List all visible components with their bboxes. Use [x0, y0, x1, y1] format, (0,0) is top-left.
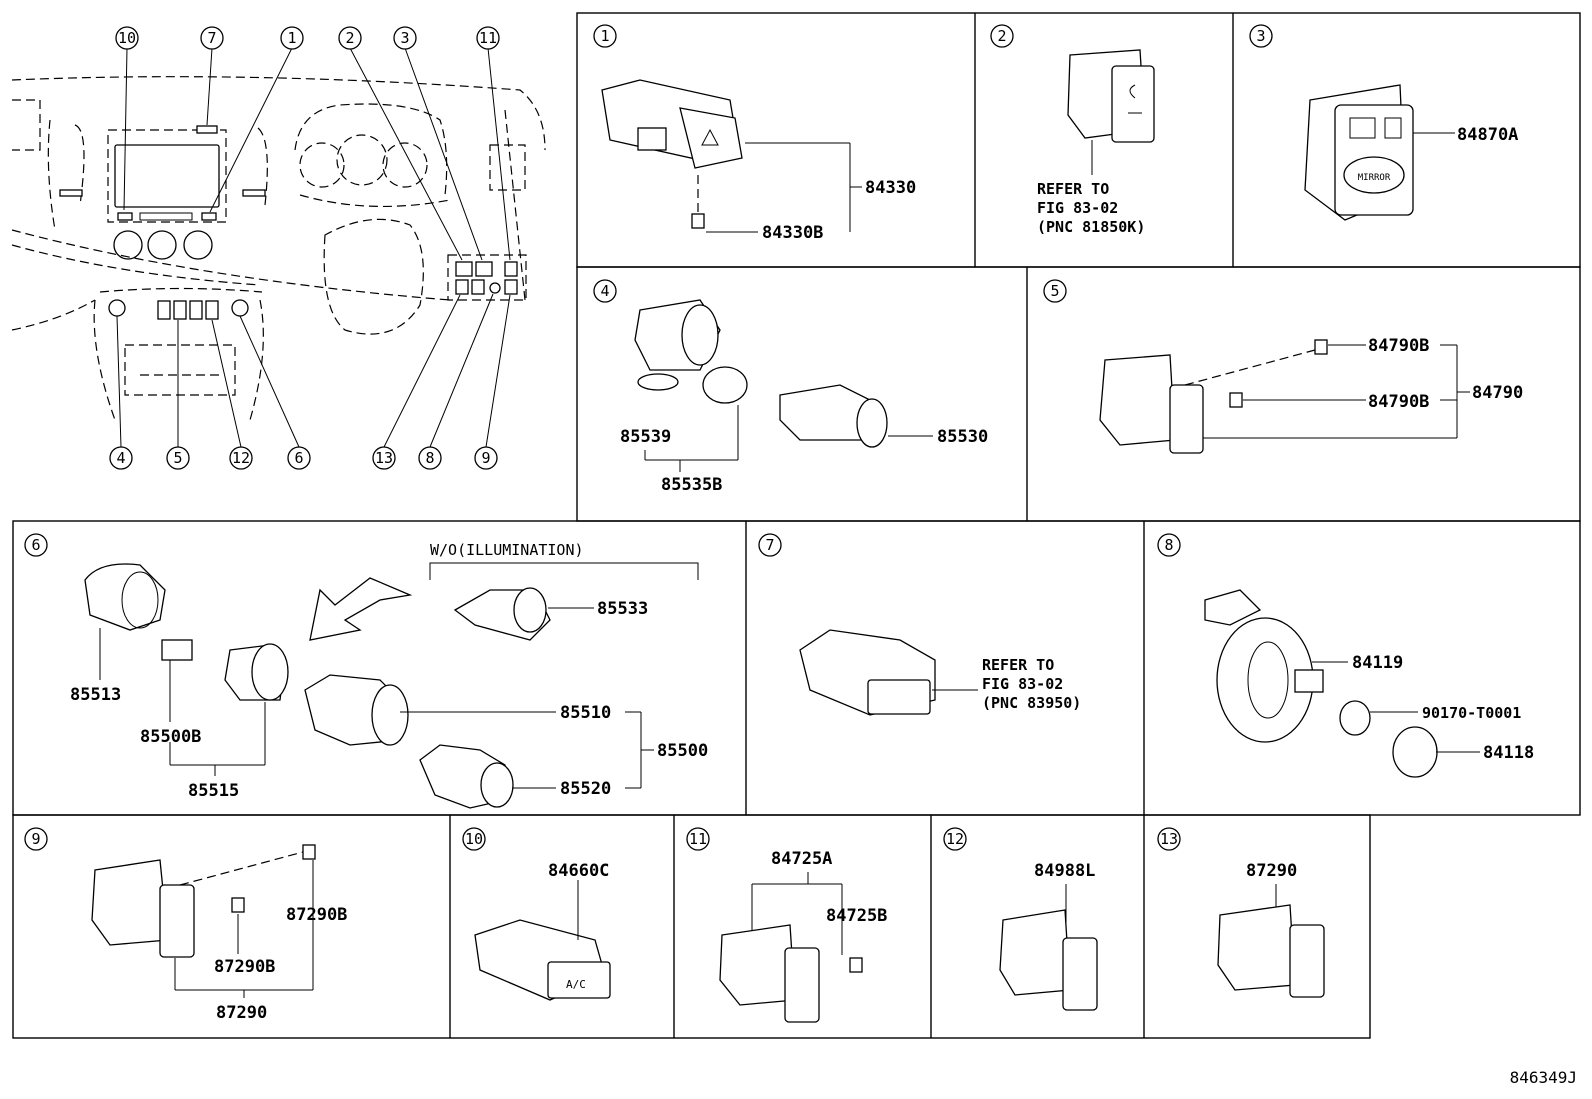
part-84790B-top: 84790B — [1368, 336, 1429, 356]
callout-9: 9 — [474, 446, 498, 470]
overview-callouts: 10 7 1 2 3 11 4 5 12 6 13 8 9 — [109, 26, 500, 470]
callout-3: 3 — [393, 26, 417, 50]
panel-3-number: 3 — [1256, 27, 1265, 45]
callout-5: 5 — [166, 446, 190, 470]
svg-text:11: 11 — [479, 29, 497, 47]
panel-7: 7 REFER TO FIG 83-02 (PNC 83950) — [758, 533, 1081, 716]
svg-text:2: 2 — [345, 29, 354, 47]
refer-line-2: FIG 83-02 — [1037, 199, 1118, 217]
callout-10: 10 — [115, 26, 139, 50]
svg-text:1: 1 — [287, 29, 296, 47]
svg-text:4: 4 — [116, 449, 125, 467]
part-87290-p13: 87290 — [1246, 861, 1297, 881]
svg-text:5: 5 — [173, 449, 182, 467]
svg-text:13: 13 — [375, 449, 393, 467]
callout-11: 11 — [476, 26, 500, 50]
part-84790: 84790 — [1472, 383, 1523, 403]
callout-6: 6 — [287, 446, 311, 470]
callout-7: 7 — [200, 26, 224, 50]
part-85500B: 85500B — [140, 727, 201, 747]
callout-2: 2 — [338, 26, 362, 50]
panel-12-number: 12 — [946, 830, 964, 848]
part-85539: 85539 — [620, 427, 671, 447]
part-87290B-left: 87290B — [214, 957, 275, 977]
mirror-button-label: MIRROR — [1358, 173, 1391, 183]
panel-11: 11 84725A 84725B — [686, 827, 887, 1023]
part-85530: 85530 — [937, 427, 988, 447]
part-84118: 84118 — [1483, 743, 1534, 763]
wo-illumination-note: W/O(ILLUMINATION) — [430, 541, 584, 559]
svg-text:8: 8 — [425, 449, 434, 467]
part-84660C: 84660C — [548, 861, 609, 881]
panel-4-number: 4 — [600, 282, 609, 300]
panel-3: 3 MIRROR 84870A — [1249, 24, 1518, 221]
callout-8: 8 — [418, 446, 442, 470]
panel-13-number: 13 — [1160, 830, 1178, 848]
panel-4: 4 85530 85539 85535B — [593, 279, 988, 495]
panel-13: 13 87290 — [1157, 827, 1325, 998]
svg-text:10: 10 — [118, 29, 136, 47]
part-84725A: 84725A — [771, 849, 832, 869]
panel-11-number: 11 — [689, 830, 707, 848]
panel-6-number: 6 — [31, 536, 40, 554]
dashboard-overview — [11, 47, 546, 448]
part-84870A: 84870A — [1457, 125, 1518, 145]
part-90170-T0001: 90170-T0001 — [1422, 704, 1521, 722]
svg-text:6: 6 — [294, 449, 303, 467]
drawing-id: 846349J — [1510, 1068, 1577, 1087]
panel-9: 9 87290B 87290B 87290 — [24, 827, 347, 1023]
part-84119: 84119 — [1352, 653, 1403, 673]
refer-line-2: FIG 83-02 — [982, 675, 1063, 693]
panel-6: 6 W/O(ILLUMINATION) 85513 85500B 85515 8… — [24, 533, 708, 809]
callout-12: 12 — [229, 446, 253, 470]
panel-1: 1 84330 84330B — [593, 24, 916, 243]
refer-line-3: (PNC 81850K) — [1037, 218, 1145, 236]
part-85513: 85513 — [70, 685, 121, 705]
part-85535B: 85535B — [661, 475, 722, 495]
refer-line-1: REFER TO — [982, 656, 1054, 674]
svg-text:9: 9 — [481, 449, 490, 467]
part-84790B-mid: 84790B — [1368, 392, 1429, 412]
panel-2: 2 REFER TO FIG 83-02 (PNC 81850K) — [990, 24, 1155, 236]
panel-frames — [12, 12, 1581, 1039]
svg-text:7: 7 — [207, 29, 216, 47]
part-87290: 87290 — [216, 1003, 267, 1023]
callout-13: 13 — [372, 446, 396, 470]
part-84330B: 84330B — [762, 223, 823, 243]
part-85510: 85510 — [560, 703, 611, 723]
panel-8-number: 8 — [1164, 536, 1173, 554]
ac-button-label: A/C — [566, 978, 586, 991]
panel-5: 5 84790B 84790B 84790 — [1043, 279, 1523, 454]
panel-10-number: 10 — [465, 830, 483, 848]
svg-text:3: 3 — [400, 29, 409, 47]
callout-1: 1 — [280, 26, 304, 50]
panel-8: 8 84119 90170-T0001 84118 — [1157, 533, 1534, 778]
part-85515: 85515 — [188, 781, 239, 801]
callout-4: 4 — [109, 446, 133, 470]
panel-10: 10 A/C 84660C — [462, 827, 611, 1001]
refer-line-3: (PNC 83950) — [982, 694, 1081, 712]
part-84330: 84330 — [865, 178, 916, 198]
part-84988L: 84988L — [1034, 861, 1095, 881]
panel-9-number: 9 — [31, 830, 40, 848]
part-85500: 85500 — [657, 741, 708, 761]
refer-line-1: REFER TO — [1037, 180, 1109, 198]
panel-12: 12 84988L — [943, 827, 1098, 1011]
panel-5-number: 5 — [1050, 282, 1059, 300]
part-85520: 85520 — [560, 779, 611, 799]
svg-text:12: 12 — [232, 449, 250, 467]
panel-1-number: 1 — [600, 27, 609, 45]
part-87290B-right: 87290B — [286, 905, 347, 925]
part-85533: 85533 — [597, 599, 648, 619]
part-84725B: 84725B — [826, 906, 887, 926]
panel-2-number: 2 — [997, 27, 1006, 45]
panel-7-number: 7 — [765, 536, 774, 554]
